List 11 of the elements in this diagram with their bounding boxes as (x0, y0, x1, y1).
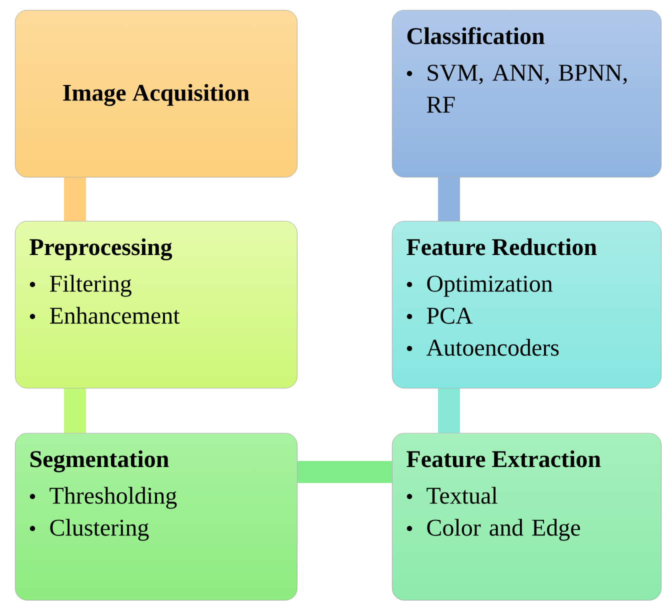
process-box: Feature Reduction Optimization PCA Autoencoders (392, 221, 662, 388)
connector-bar (438, 177, 460, 221)
process-box: Feature Extraction Textual Color and Edge (392, 433, 662, 600)
process-box: Preprocessing Filtering Enhancement (15, 221, 298, 388)
connector-bar (438, 388, 460, 433)
process-box: Classification SVM, ANN, BPNN, RF (392, 10, 662, 178)
connector-bar (64, 177, 86, 221)
connector-bar (64, 388, 86, 433)
process-box: Segmentation Thresholding Clustering (15, 433, 298, 600)
connector-bar (297, 461, 392, 483)
process-box: Image Acquisition (15, 10, 298, 178)
